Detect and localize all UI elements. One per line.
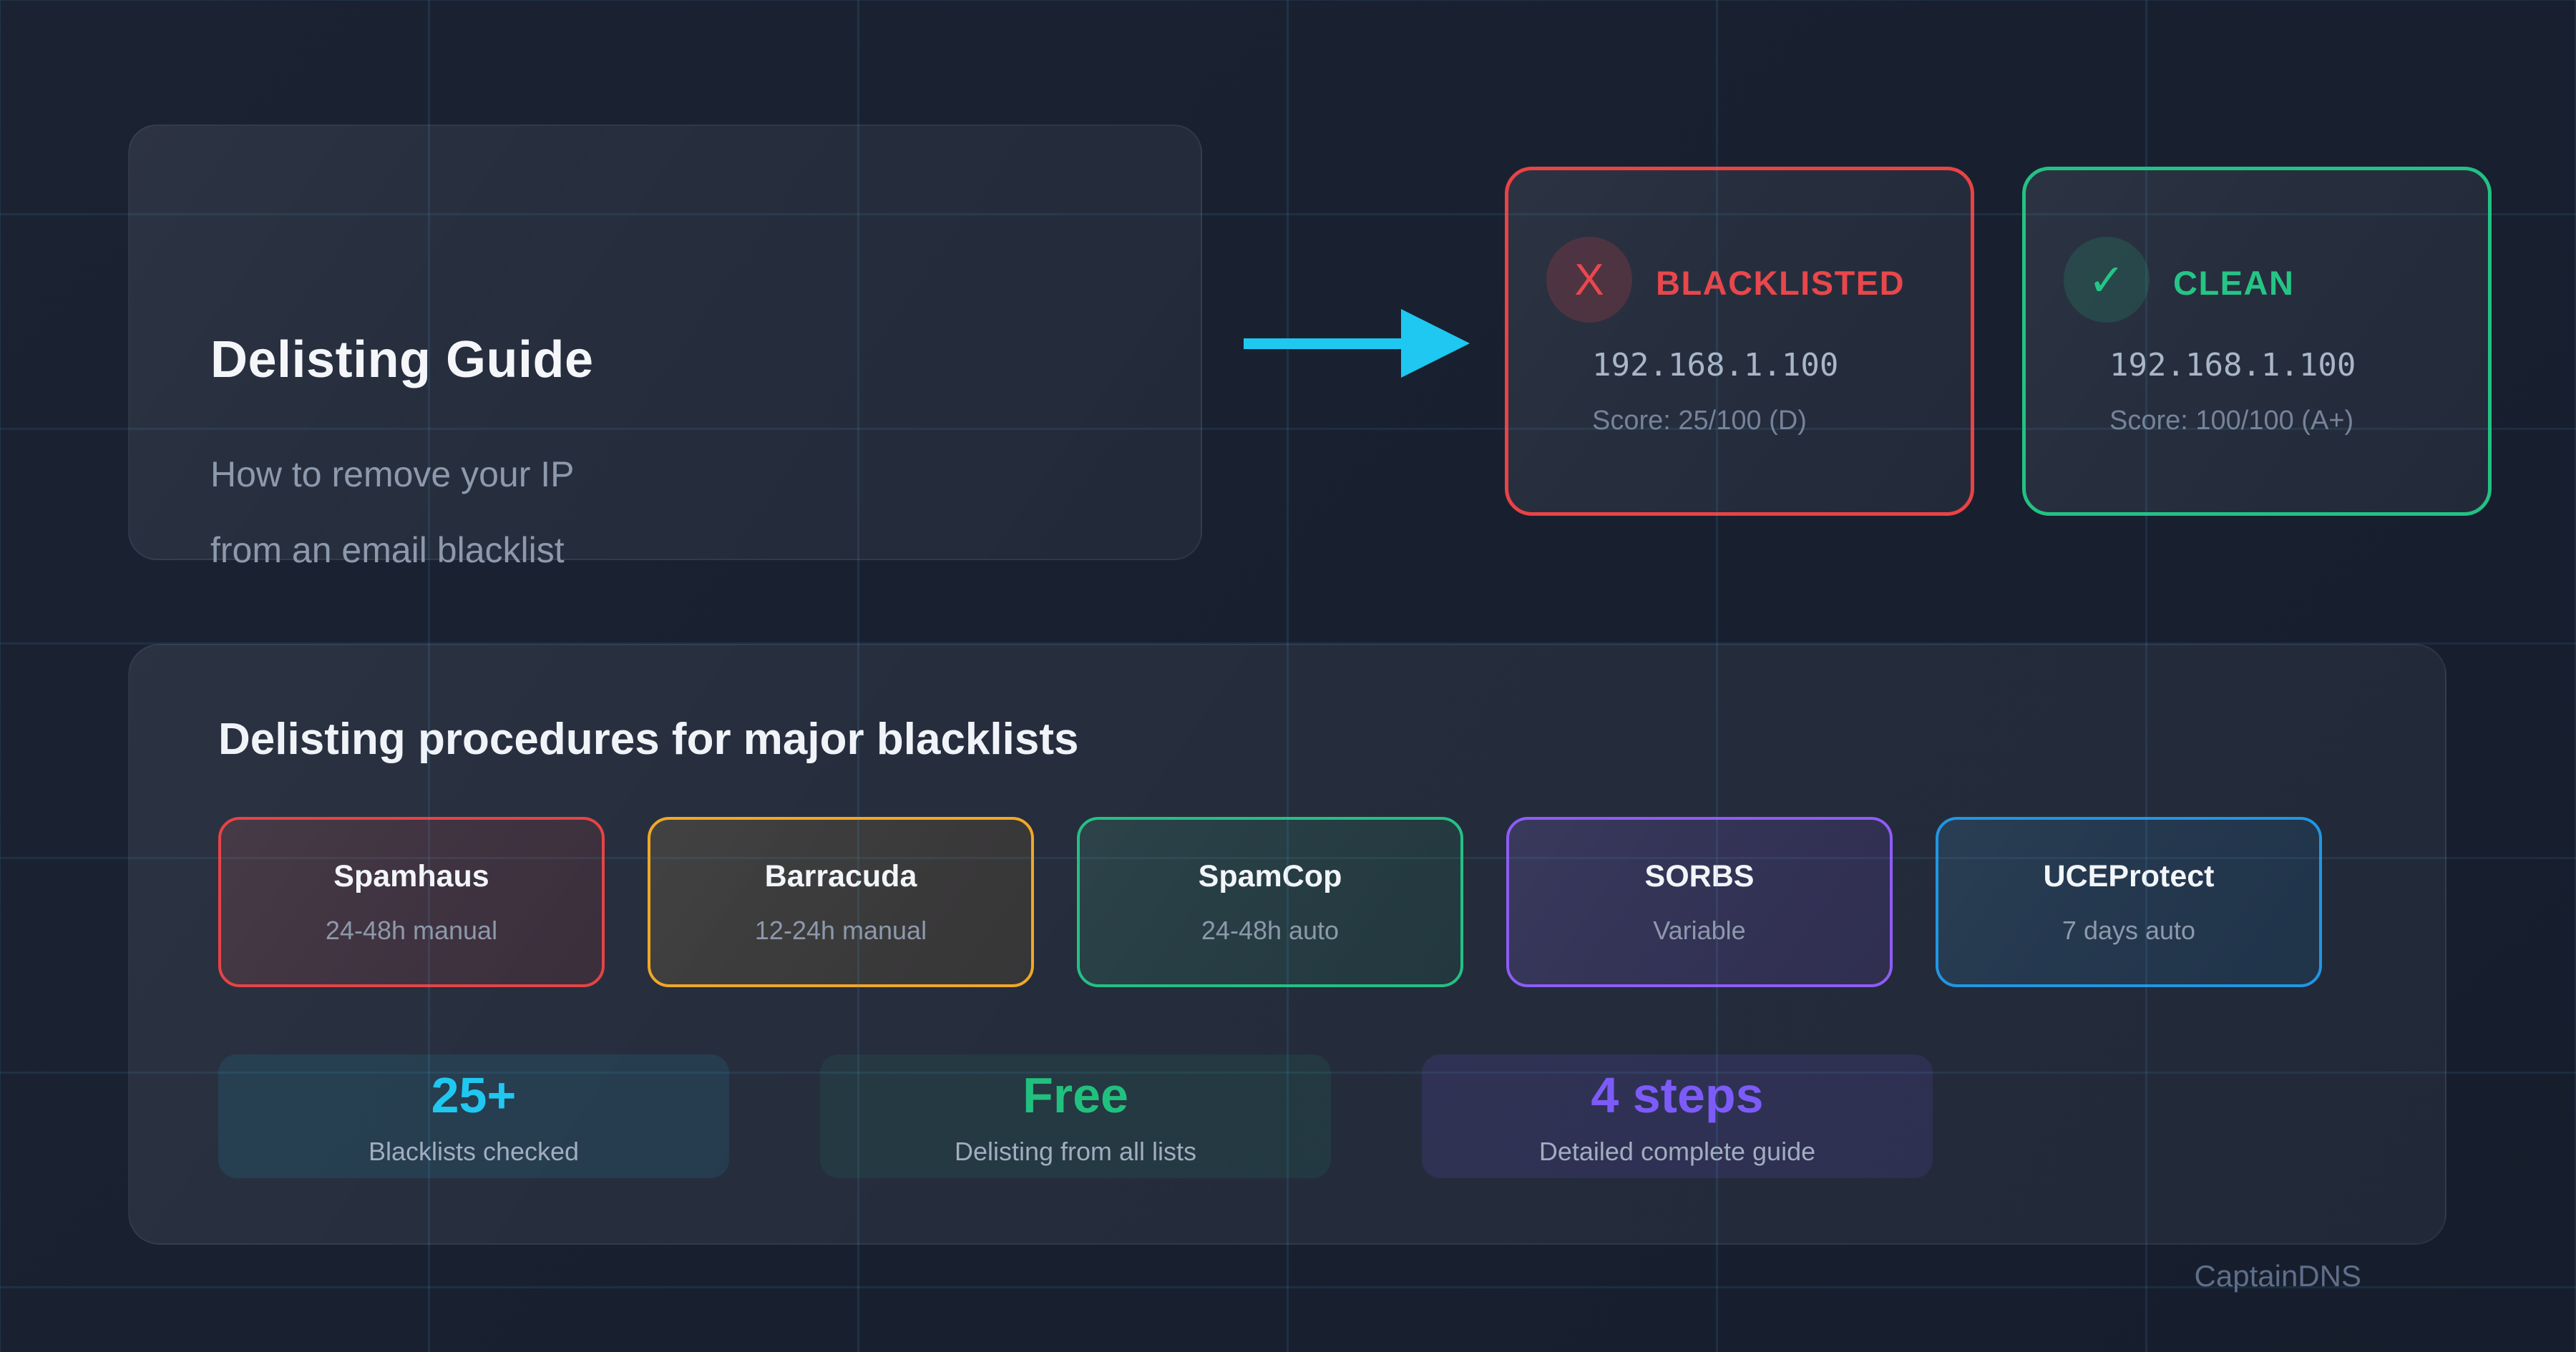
ip-address: 192.168.1.100 <box>2109 347 2356 383</box>
x-icon: X <box>1574 255 1604 305</box>
hero-card: Delisting Guide How to remove your IP fr… <box>128 124 1202 570</box>
x-circle: X <box>1546 237 1632 323</box>
page-subtitle-line2: from an email blacklist <box>210 530 565 570</box>
blacklist-card-spamhaus: Spamhaus 24-48h manual <box>218 817 605 987</box>
stat-label: Delisting from all lists <box>954 1136 1197 1166</box>
blacklist-name: Barracuda <box>764 858 917 893</box>
stat-blacklists-checked: 25+ Blacklists checked <box>218 1054 729 1178</box>
ip-address: 192.168.1.100 <box>1592 347 1839 383</box>
stat-label: Blacklists checked <box>368 1136 580 1166</box>
status-card-blacklisted: X BLACKLISTED 192.168.1.100 Score: 25/10… <box>1505 167 1974 516</box>
procedures-title: Delisting procedures for major blacklist… <box>218 715 1079 764</box>
page-title: Delisting Guide <box>210 331 594 388</box>
page-subtitle: How to remove your IP from an email blac… <box>210 436 575 588</box>
blacklist-time: 7 days auto <box>2062 915 2196 945</box>
procedures-panel: Delisting procedures for major blacklist… <box>128 644 2446 1245</box>
right-arrow-icon <box>1244 303 1470 383</box>
stat-value: Free <box>1023 1067 1128 1123</box>
blacklist-time: 12-24h manual <box>754 915 927 945</box>
blacklist-time: 24-48h manual <box>325 915 498 945</box>
blacklist-time: Variable <box>1653 915 1746 945</box>
score-text: Score: 100/100 (A+) <box>2109 406 2354 436</box>
stat-free-delisting: Free Delisting from all lists <box>820 1054 1331 1178</box>
stat-label: Detailed complete guide <box>1538 1136 1816 1166</box>
blacklist-name: SpamCop <box>1198 858 1342 893</box>
blacklist-name: SORBS <box>1644 858 1755 893</box>
check-circle: ✓ <box>2064 237 2150 323</box>
blacklist-name: UCEProtect <box>2043 858 2215 893</box>
arrow-shaft <box>1244 338 1404 349</box>
blacklist-card-uceprotect: UCEProtect 7 days auto <box>1936 817 2322 987</box>
blacklist-card-spamcop: SpamCop 24-48h auto <box>1077 817 1463 987</box>
brand-watermark: CaptainDNS <box>2194 1259 2361 1293</box>
blacklist-card-barracuda: Barracuda 12-24h manual <box>648 817 1034 987</box>
stat-guide-steps: 4 steps Detailed complete guide <box>1422 1054 1933 1178</box>
arrow-head <box>1401 309 1470 378</box>
stat-value: 25+ <box>431 1067 517 1123</box>
status-label: BLACKLISTED <box>1656 264 1906 302</box>
status-label: CLEAN <box>2173 264 2295 302</box>
score-text: Score: 25/100 (D) <box>1592 406 1807 436</box>
status-card-clean: ✓ CLEAN 192.168.1.100 Score: 100/100 (A+… <box>2022 167 2492 516</box>
stat-value: 4 steps <box>1591 1067 1764 1123</box>
blacklist-time: 24-48h auto <box>1201 915 1340 945</box>
page-subtitle-line1: How to remove your IP <box>210 454 575 494</box>
blacklist-card-sorbs: SORBS Variable <box>1506 817 1893 987</box>
check-icon: ✓ <box>2088 255 2125 305</box>
blacklist-name: Spamhaus <box>333 858 489 893</box>
